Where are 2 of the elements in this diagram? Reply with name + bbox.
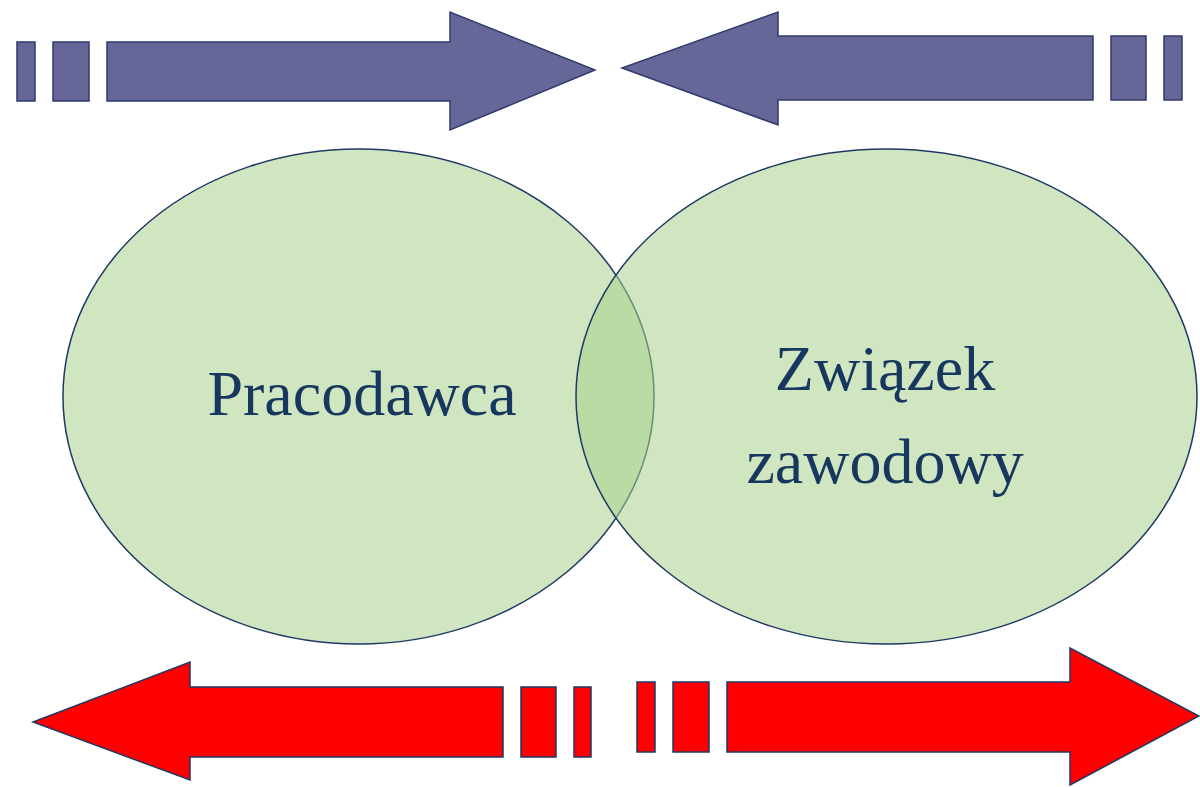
ellipse-label: Związek zawodowy [745, 332, 1025, 499]
ellipse-label: Pracodawca [206, 357, 518, 431]
